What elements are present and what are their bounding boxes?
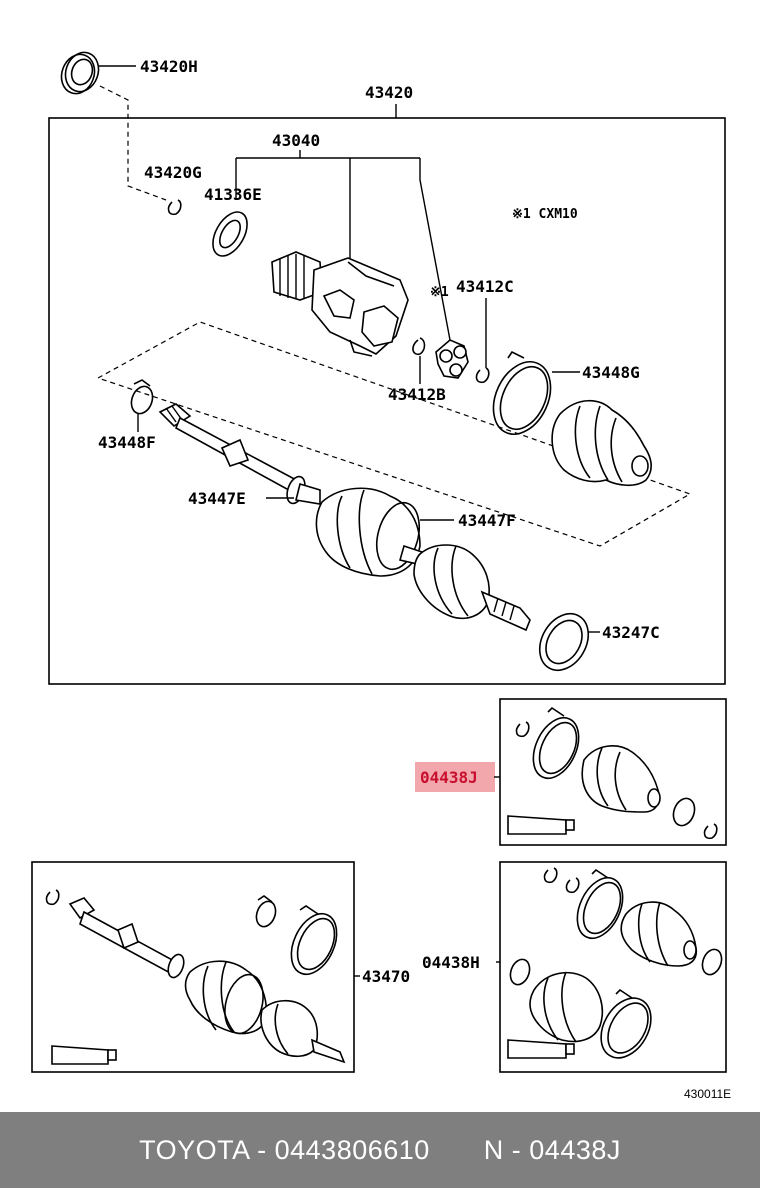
kit-04438J-parts [507, 706, 718, 840]
inboard-joint-housing [271, 251, 409, 357]
clamp-43448F [130, 379, 154, 415]
footer-part-number: TOYOTA - 0443806610 [139, 1134, 430, 1165]
assembly-box-43470 [31, 861, 355, 1073]
outer-joint [398, 544, 531, 632]
snap-ring-43412C [475, 367, 490, 384]
label-43247C[interactable]: 43247C [602, 623, 660, 642]
drive-shaft [158, 403, 321, 505]
label-43420H[interactable]: 43420H [140, 57, 198, 76]
label-41336E[interactable]: 41336E [204, 185, 262, 204]
assembly-box-43420 [48, 117, 726, 685]
note-1: ※1 [430, 285, 449, 300]
footer-reference: N - 04438J [483, 1134, 621, 1165]
parts-diagram: 43420 43420H 43040 43420G 41336E ※1 CXM1… [31, 51, 731, 1101]
label-43447E[interactable]: 43447E [188, 489, 246, 508]
snap-ring-43420G [167, 199, 182, 216]
label-43420G[interactable]: 43420G [144, 163, 202, 182]
highlight-04438J [415, 762, 495, 792]
label-43420[interactable]: 43420 [365, 83, 413, 102]
kit-04438H-parts [507, 867, 723, 1059]
figure-code: 430011E [684, 1087, 731, 1101]
label-43448G[interactable]: 43448G [582, 363, 640, 382]
ring-43247C [538, 612, 590, 672]
label-43040[interactable]: 43040 [272, 131, 320, 150]
label-43448F[interactable]: 43448F [98, 433, 156, 452]
tripod-joint [435, 339, 469, 379]
outboard-boot [315, 487, 421, 577]
footer-bar: TOYOTA - 0443806610 N - 04438J [0, 1112, 760, 1188]
oil-seal-43420H [60, 51, 100, 95]
label-04438J[interactable]: 04438J [420, 768, 478, 787]
kit-box-04438J [499, 698, 727, 846]
label-43412C[interactable]: 43412C [456, 277, 514, 296]
inboard-boot [551, 400, 652, 487]
label-43447F[interactable]: 43447F [458, 511, 516, 530]
label-43412B[interactable]: 43412B [388, 385, 446, 404]
kit-box-04438H [499, 861, 727, 1073]
ring-41336E [212, 211, 248, 257]
note-cxm10: ※1 CXM10 [512, 207, 578, 222]
snap-ring-43412B [412, 337, 426, 356]
clamp-43448G [492, 350, 552, 435]
label-43470[interactable]: 43470 [362, 967, 410, 986]
label-04438H[interactable]: 04438H [422, 953, 480, 972]
assembly-43470-parts [45, 889, 346, 1065]
